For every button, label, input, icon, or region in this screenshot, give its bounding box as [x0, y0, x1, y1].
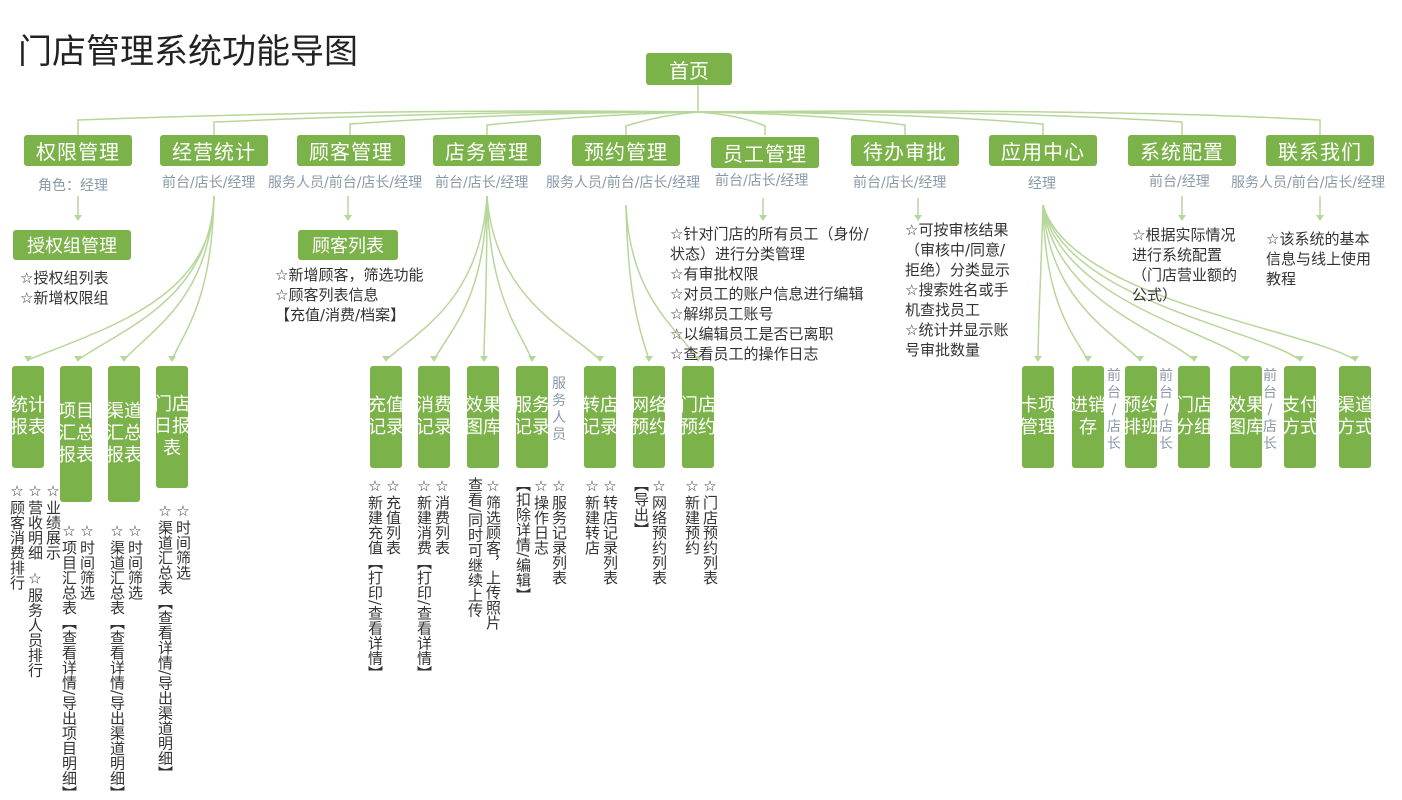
- module-staff[interactable]: 员工管理: [711, 137, 819, 168]
- desc-recharge-col2: 【打印/查看详情】: [366, 555, 384, 681]
- desc-stats-report: ☆业绩展示 ☆营收明细 ☆服务人员排行 ☆顾客消费排行: [8, 482, 62, 678]
- desc-customer-list: ☆新增顾客，筛选功能 ☆顾客列表信息 【充值/消费/档案】: [275, 266, 424, 324]
- leaf-channel-method[interactable]: 渠道 方式: [1337, 366, 1373, 468]
- leaf-consumption-record[interactable]: 消费 记录: [416, 366, 452, 468]
- page-title: 门店管理系统功能导图: [18, 32, 358, 72]
- desc-consumption-col2: 【打印/查看详情】: [415, 555, 433, 681]
- leaf-transfer-record[interactable]: 转店 记录: [582, 366, 618, 468]
- module-store-affairs[interactable]: 店务管理: [433, 135, 541, 166]
- desc-transfer-col1: ☆转店记录列表: [601, 477, 619, 585]
- leaf-effect-gallery[interactable]: 效果 图库: [465, 366, 501, 468]
- role-app-center: 经理: [1028, 176, 1056, 192]
- desc-effect-gallery-col1: ☆筛选顾客，上传照片: [484, 477, 502, 630]
- role-store-affairs: 前台/店长/经理: [435, 175, 529, 191]
- desc-system-config: ☆根据实际情况 进行系统配置 （门店营业额的 公式）: [1132, 226, 1238, 304]
- desc-store-appt-col1: ☆门店预约列表: [701, 477, 719, 585]
- module-system-config[interactable]: 系统配置: [1128, 135, 1236, 166]
- desc-store-daily-col2: 【查看详情/导出渠道明细】: [156, 595, 174, 781]
- desc-service-col3: 【扣除详情/编辑】: [514, 477, 532, 603]
- module-appointment[interactable]: 预约管理: [572, 135, 680, 166]
- desc-project-summary-col2: 【查看详情/导出项目明细】: [60, 615, 78, 800]
- desc-store-daily-report: ☆时间筛选 ☆渠道汇总表【查看详情/导出渠道明细】: [156, 502, 192, 780]
- desc-consumption-col1: ☆消费列表 ☆新建消费: [415, 477, 451, 555]
- desc-channel-summary: ☆时间筛选 ☆渠道汇总表【查看详情/导出渠道明细】: [108, 522, 144, 800]
- module-contact[interactable]: 联系我们: [1266, 135, 1374, 166]
- desc-staff: ☆针对门店的所有员工（身份/ 状态）进行分类管理 ☆有审批权限 ☆对员工的账户信…: [670, 225, 869, 363]
- desc-transfer-record: ☆转店记录列表 ☆新建转店: [583, 477, 619, 585]
- role-inventory: 前 台 / 店 长: [1107, 368, 1121, 452]
- leaf-effect-gallery-app[interactable]: 效果 图库: [1228, 366, 1264, 468]
- role-effect-gallery-app: 前 台 / 店 长: [1263, 368, 1277, 452]
- desc-channel-summary-col2: 【查看详情/导出渠道明细】: [108, 615, 126, 800]
- root-node-home[interactable]: 首页: [646, 53, 732, 85]
- desc-service-record: ☆服务记录列表 ☆操作日志 【扣除详情/编辑】: [514, 477, 568, 602]
- role-permission: 角色：经理: [38, 178, 108, 194]
- leaf-store-group[interactable]: 门店 分组: [1176, 366, 1212, 468]
- leaf-stats-report[interactable]: 统计 报表: [10, 366, 46, 468]
- leaf-schedule[interactable]: 预约 排班: [1123, 366, 1159, 468]
- desc-contact: ☆该系统的基本 信息与线上使用 教程: [1266, 230, 1372, 288]
- desc-stats-report-col1: ☆业绩展示 ☆营收明细: [26, 482, 62, 560]
- role-contact: 服务人员/前台/店长/经理: [1231, 175, 1386, 191]
- module-app-center[interactable]: 应用中心: [989, 135, 1097, 166]
- desc-effect-gallery-col2: 查看/同时可继续上传: [466, 477, 484, 618]
- role-system-config: 前台/经理: [1149, 174, 1210, 190]
- sub-customer-list[interactable]: 顾客列表: [298, 230, 398, 260]
- module-permission[interactable]: 权限管理: [24, 135, 132, 166]
- desc-stats-report-col2: ☆服务人员排行 ☆顾客消费排行: [8, 482, 44, 678]
- leaf-inventory[interactable]: 进销 存: [1070, 366, 1106, 468]
- desc-effect-gallery: ☆筛选顾客，上传照片 查看/同时可继续上传: [466, 477, 502, 630]
- leaf-store-daily-report[interactable]: 门店 日报 表: [154, 366, 190, 488]
- desc-service-col2: ☆操作日志: [532, 477, 550, 555]
- desc-store-appointment: ☆门店预约列表 ☆新建预约: [683, 477, 719, 585]
- leaf-service-record[interactable]: 服务 记录: [514, 366, 550, 468]
- role-staff: 前台/店长/经理: [715, 173, 809, 189]
- module-customer[interactable]: 顾客管理: [297, 135, 405, 166]
- leaf-store-appointment[interactable]: 门店 预约: [680, 366, 716, 468]
- leaf-recharge-record[interactable]: 充值 记录: [368, 366, 404, 468]
- desc-transfer-col2: ☆新建转店: [583, 477, 601, 555]
- module-approval[interactable]: 待办审批: [851, 135, 959, 166]
- desc-online-appointment: ☆网络预约列表 【导出】: [632, 477, 668, 585]
- desc-recharge-record: ☆充值列表 ☆新建充值【打印/查看详情】: [366, 477, 402, 680]
- desc-auth-group: ☆授权组列表 ☆新增权限组: [20, 269, 109, 307]
- desc-consumption-record: ☆消费列表 ☆新建消费【打印/查看详情】: [415, 477, 451, 680]
- desc-project-summary-col1: ☆时间筛选 ☆项目汇总表: [60, 522, 96, 615]
- desc-service-col1: ☆服务记录列表: [550, 477, 568, 585]
- desc-store-daily-col1: ☆时间筛选 ☆渠道汇总表: [156, 502, 192, 595]
- leaf-channel-summary[interactable]: 渠道 汇总 报表: [106, 366, 142, 502]
- desc-approval: ☆可按审核结果 （审核中/同意/ 拒绝）分类显示 ☆搜索姓名或手 机查找员工 ☆…: [905, 221, 1011, 359]
- leaf-payment-method[interactable]: 支付 方式: [1282, 366, 1318, 468]
- desc-channel-summary-col1: ☆时间筛选 ☆渠道汇总表: [108, 522, 144, 615]
- role-schedule: 前 台 / 店 长: [1159, 368, 1173, 452]
- desc-project-summary: ☆时间筛选 ☆项目汇总表【查看详情/导出项目明细】: [60, 522, 96, 800]
- leaf-online-appointment[interactable]: 网络 预约: [631, 366, 667, 468]
- leaf-card-management[interactable]: 卡项 管理: [1020, 366, 1056, 468]
- role-business-stats: 前台/店长/经理: [162, 175, 256, 191]
- role-approval: 前台/店长/经理: [853, 175, 947, 191]
- leaf-project-summary[interactable]: 项目 汇总 报表: [58, 366, 94, 502]
- module-business-stats[interactable]: 经营统计: [160, 135, 268, 166]
- connector-lines: [24, 85, 1359, 362]
- desc-recharge-col1: ☆充值列表 ☆新建充值: [366, 477, 402, 555]
- role-customer: 服务人员/前台/店长/经理: [268, 175, 423, 191]
- desc-online-appt-col1: ☆网络预约列表: [650, 477, 668, 585]
- role-service-record: 服 务 人 员: [552, 376, 566, 443]
- role-appointment: 服务人员/前台/店长/经理: [546, 175, 701, 191]
- sub-auth-group[interactable]: 授权组管理: [13, 230, 131, 260]
- desc-online-appt-col2: 【导出】: [632, 477, 650, 537]
- desc-store-appt-col2: ☆新建预约: [683, 477, 701, 555]
